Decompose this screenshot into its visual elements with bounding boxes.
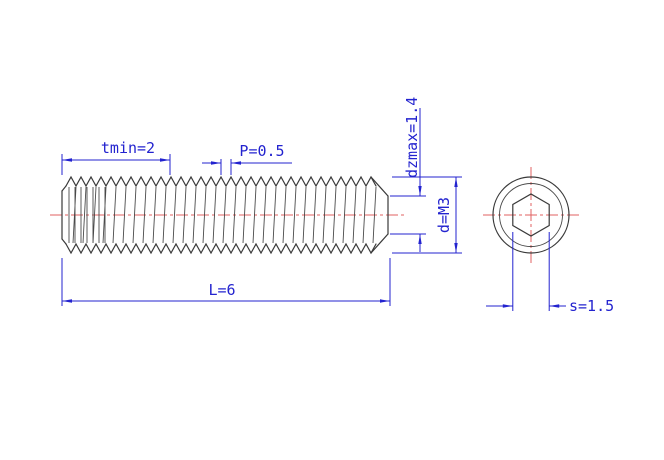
inner-diameter-circle [499, 183, 563, 247]
screw-left-end [61, 185, 67, 245]
side-view [50, 175, 404, 255]
dim-label-dzmax: dzmax=1.4 [403, 97, 421, 178]
dimension-dzmax: dzmax=1.4 [390, 97, 426, 252]
dimension-diameter: d=M3 [392, 176, 462, 254]
dim-label-diameter: d=M3 [435, 197, 453, 233]
screw-right-end [370, 176, 389, 254]
dim-label-pitch: P=0.5 [239, 142, 284, 160]
dimension-pitch: P=0.5 [202, 142, 292, 175]
dim-label-tmin: tmin=2 [101, 139, 155, 157]
thread-profile-top [65, 175, 377, 188]
dimension-socket: s=1.5 [486, 232, 614, 315]
end-view [483, 167, 579, 263]
dim-label-length: L=6 [208, 281, 235, 299]
dim-label-socket: s=1.5 [569, 297, 614, 315]
dimension-length: L=6 [61, 258, 391, 306]
hex-socket [512, 193, 550, 237]
dimension-tmin: tmin=2 [61, 139, 171, 175]
thread-helix-lines [68, 186, 377, 244]
thread-profile-bottom [65, 242, 377, 255]
outer-diameter-circle [492, 176, 570, 254]
